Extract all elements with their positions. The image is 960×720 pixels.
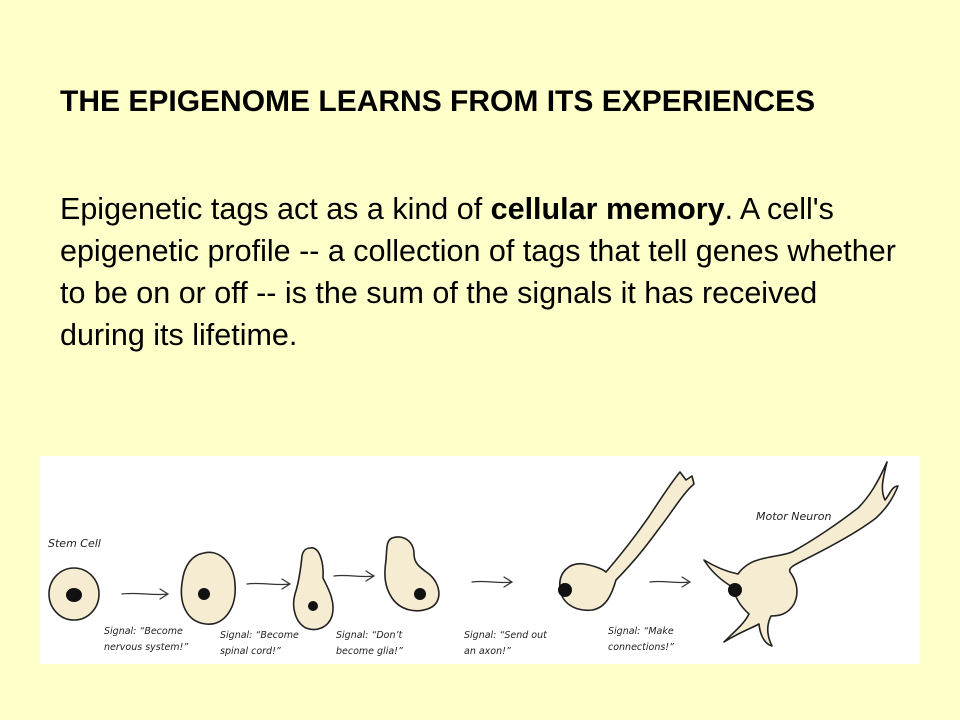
body-text-part1: Epigenetic tags act as a kind of [60, 192, 491, 226]
cell-3-body [292, 547, 334, 631]
arrow-icon [121, 588, 170, 600]
motor-neuron-body [703, 461, 899, 647]
cell-5-nucleus [558, 583, 572, 597]
signal-3-line2: become glia!” [336, 646, 403, 657]
signal-1-line2: nervous system!” [104, 642, 189, 653]
signal-label-5: Signal: “Make connections!” [608, 624, 674, 656]
signal-label-3: Signal: “Don’t become glia!” [336, 628, 403, 660]
signal-label-4: Signal: “Send out an axon!” [464, 628, 547, 660]
signal-5-line2: connections!” [608, 642, 675, 653]
body-text-part2: . A cell's epigenetic profile -- a colle… [60, 192, 896, 352]
motor-neuron-nucleus [728, 583, 742, 597]
signal-label-1: Signal: “Become nervous system!” [104, 624, 188, 656]
cell-2-nucleus [198, 588, 210, 600]
stem-cell-label: Stem Cell [48, 537, 101, 550]
cell-differentiation-figure: Stem Cell Motor Neuron Signal: “Become n… [40, 456, 920, 664]
motor-neuron-label: Motor Neuron [756, 510, 832, 523]
arrow-icon [246, 578, 292, 590]
signal-3-line1: Signal: “Don’t [336, 630, 403, 641]
arrow-icon [471, 576, 514, 588]
cell-2-body [180, 551, 236, 625]
arrow-icon [649, 576, 692, 588]
signal-4-line1: Signal: “Send out [464, 630, 547, 641]
signal-4-line2: an axon!” [464, 646, 511, 657]
signal-1-line1: Signal: “Become [104, 626, 183, 637]
slide-body-text: Epigenetic tags act as a kind of cellula… [60, 188, 910, 356]
stem-cell-nucleus [66, 588, 82, 602]
signal-label-2: Signal: “Become spinal cord!” [220, 628, 299, 660]
cell-4-nucleus [414, 588, 426, 600]
signal-2-line2: spinal cord!” [220, 646, 281, 657]
cell-5-body [559, 471, 695, 612]
signal-2-line1: Signal: “Become [220, 630, 299, 641]
cell-3-nucleus [308, 601, 318, 611]
body-text-bold: cellular memory [490, 192, 725, 226]
signal-5-line1: Signal: “Make [608, 626, 674, 637]
arrow-icon [333, 570, 376, 582]
cell-4-body [384, 536, 440, 612]
slide-title: THE EPIGENOME LEARNS FROM ITS EXPERIENCE… [60, 85, 816, 118]
cell-illustration [48, 461, 899, 647]
